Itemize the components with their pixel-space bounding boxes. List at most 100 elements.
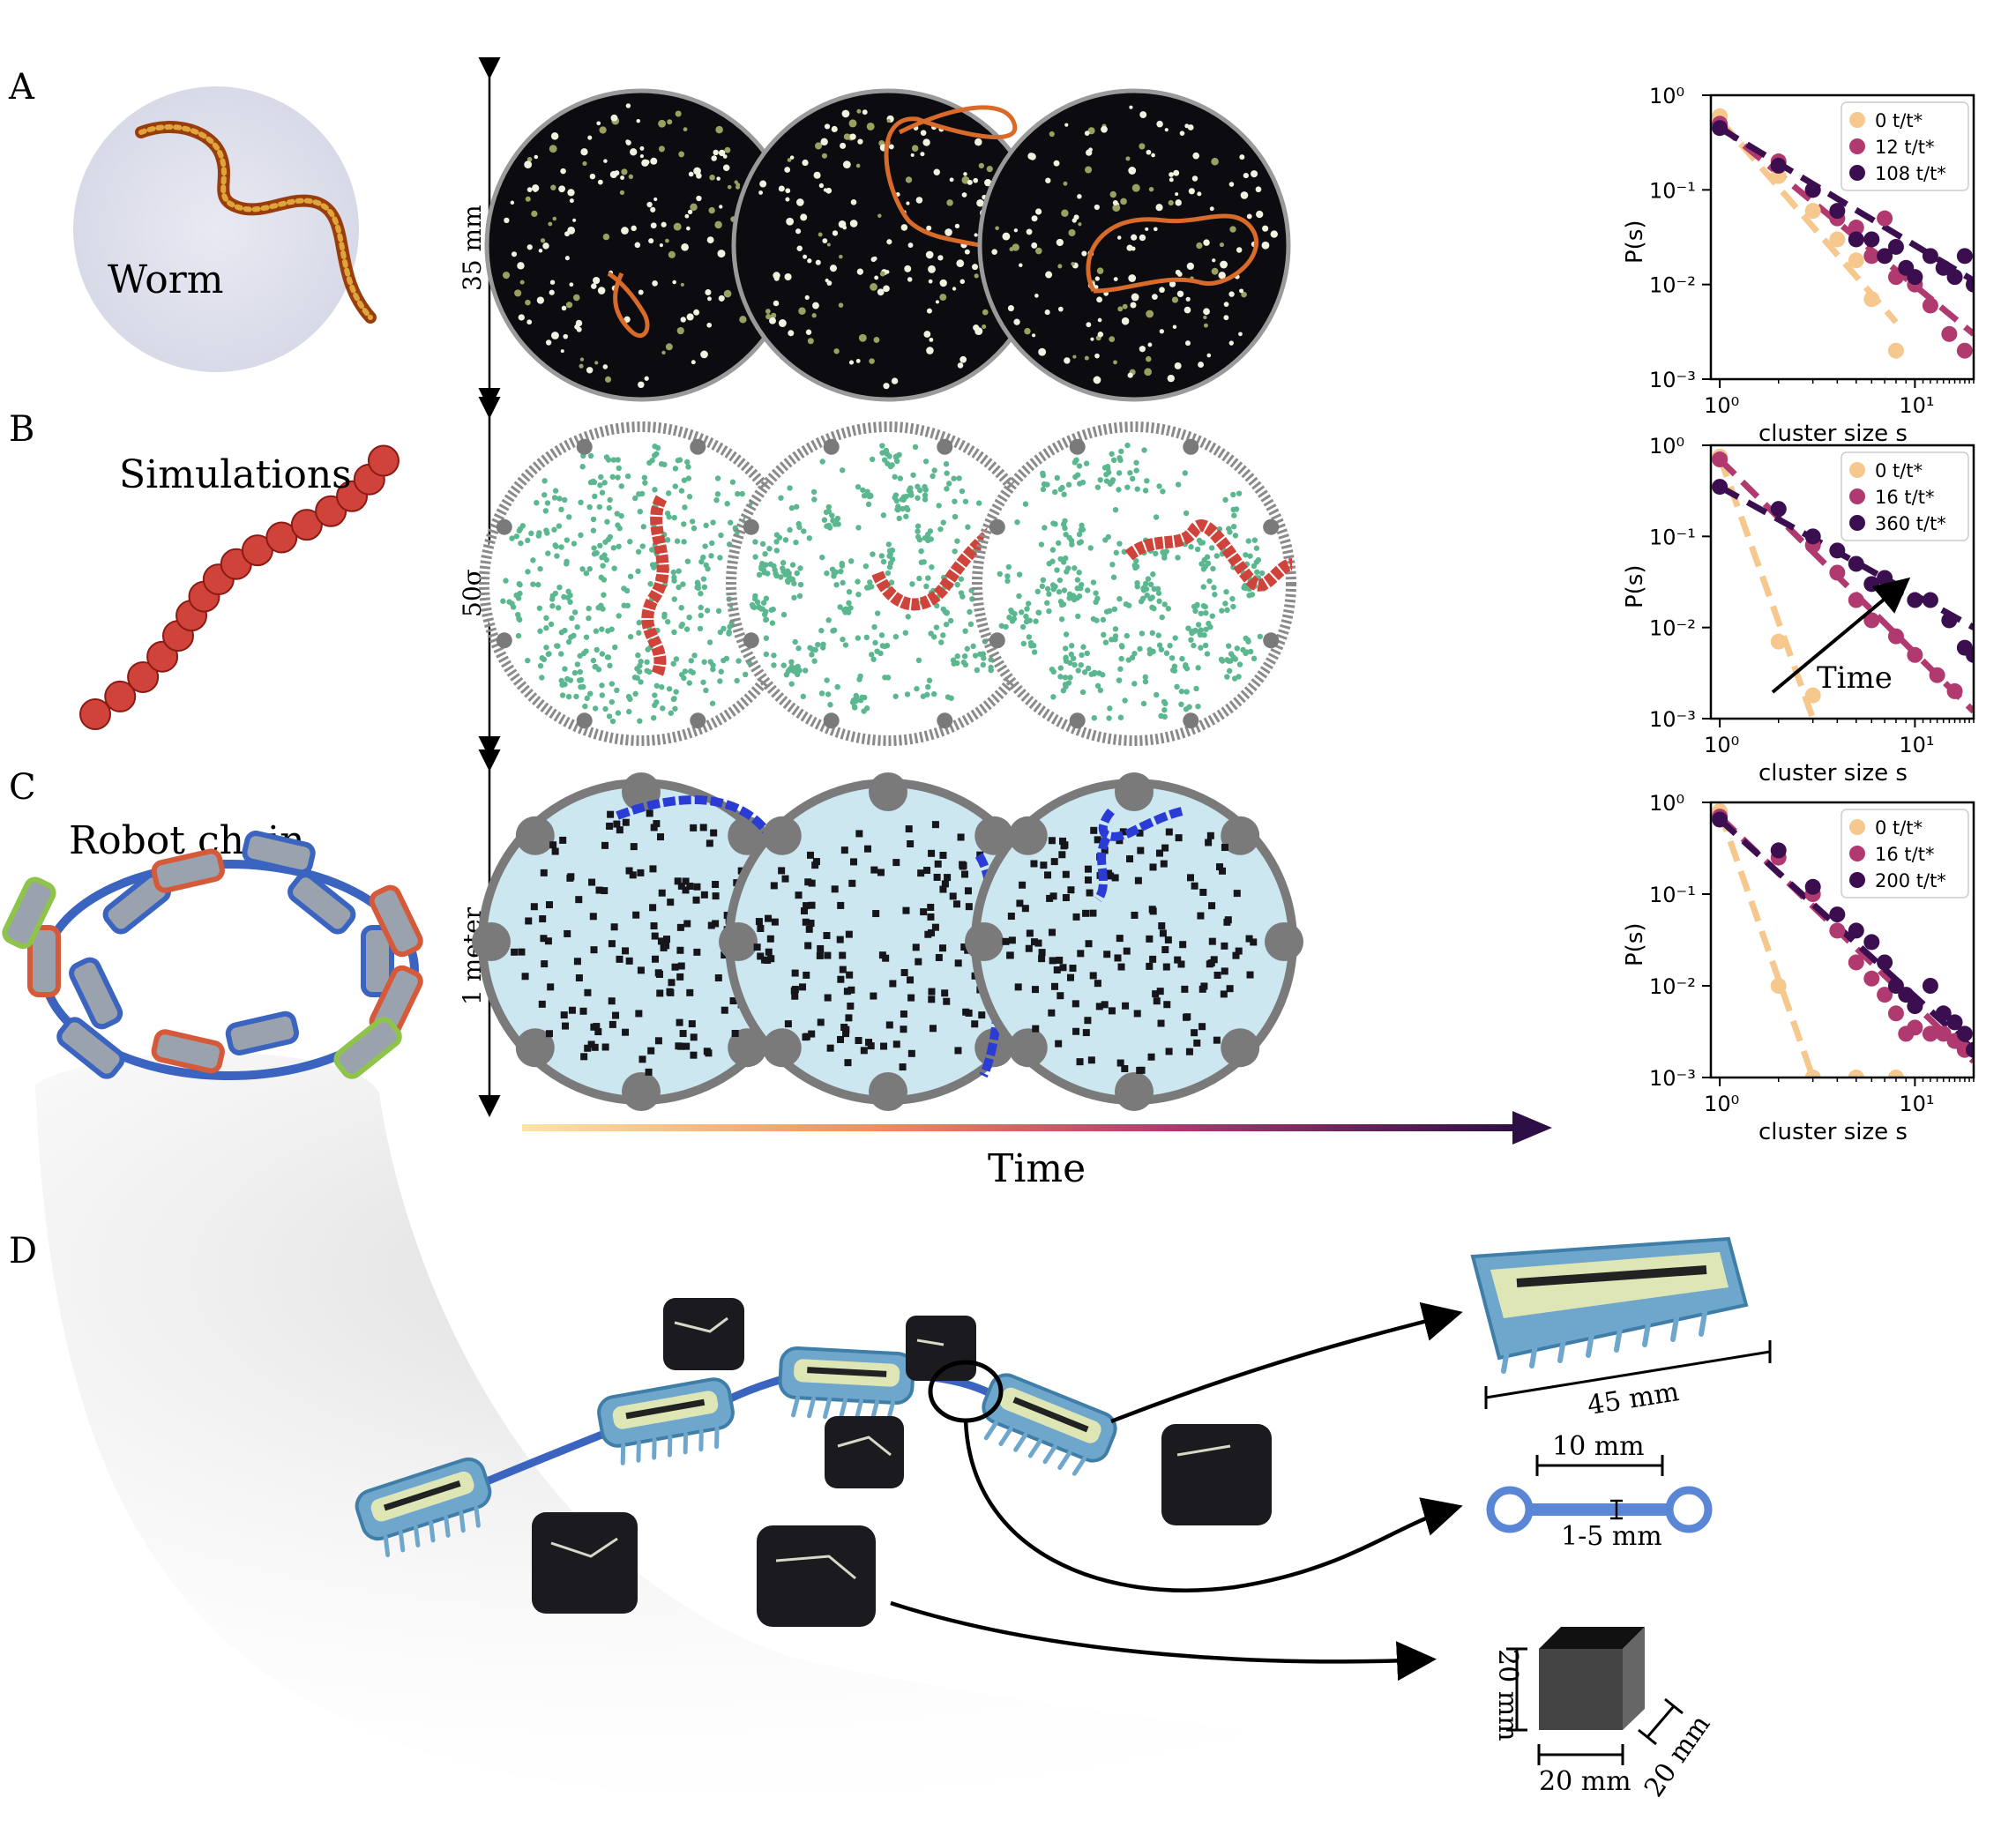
sim-particle (835, 521, 841, 527)
particle (982, 324, 987, 330)
sim-particle (829, 512, 835, 518)
sim-particle (1223, 589, 1229, 595)
sim-particle (792, 638, 798, 645)
particle (1090, 337, 1094, 341)
cube-obstacle (1103, 951, 1111, 958)
particle (1156, 120, 1163, 128)
sim-particle (855, 635, 862, 641)
sim-particle (713, 496, 720, 503)
sim-particle (571, 541, 578, 547)
sim-particle (671, 578, 677, 584)
sim-particle (1182, 470, 1188, 476)
cube-obstacle (1119, 828, 1127, 836)
sim-particle (903, 513, 909, 519)
sim-particle (954, 581, 960, 588)
sim-particle (647, 580, 653, 587)
particle (765, 313, 772, 320)
cube-obstacle (917, 869, 925, 877)
cube-obstacle (545, 1030, 553, 1038)
sim-particle (771, 652, 777, 659)
particle (1169, 172, 1174, 177)
sim-particle (673, 689, 679, 695)
particle (906, 201, 910, 205)
sim-particle (1150, 571, 1156, 578)
particle (638, 381, 645, 389)
cube-obstacle (645, 1068, 653, 1076)
sim-particle (530, 557, 536, 563)
sim-particle (604, 518, 610, 525)
sim-particle (1207, 623, 1213, 630)
cube-obstacle (521, 973, 529, 981)
cube-obstacle (647, 1047, 655, 1055)
sim-particle (1243, 552, 1249, 558)
particle (778, 185, 785, 192)
sim-particle (1133, 459, 1139, 466)
wall-bump (869, 772, 907, 811)
sim-particle (1156, 642, 1163, 648)
sim-particle (924, 691, 930, 697)
particle (727, 184, 732, 190)
sim-particle (879, 443, 885, 449)
particle (1026, 228, 1033, 235)
sim-particle (905, 614, 911, 620)
particle (789, 155, 795, 160)
sim-particle (717, 629, 724, 636)
cube-obstacle (1050, 858, 1058, 866)
particle (769, 317, 776, 324)
cube-obstacle (892, 859, 900, 867)
sim-particle (962, 661, 969, 668)
cube-obstacle (949, 892, 957, 900)
sim-particle (1194, 602, 1200, 608)
particle (713, 149, 719, 156)
sim-particle (1145, 576, 1152, 582)
sim-particle (1014, 518, 1020, 526)
x-axis-label: cluster size s (1758, 421, 1908, 447)
cube-obstacle (682, 877, 690, 885)
data-point (1848, 922, 1864, 939)
sim-particle (697, 625, 704, 632)
particle (1078, 222, 1082, 227)
sim-particle (624, 602, 631, 609)
sim-particle (1185, 625, 1191, 631)
sim-particle (1188, 637, 1194, 643)
particle (1127, 372, 1133, 378)
particle (1155, 204, 1163, 212)
cube-obstacle (608, 940, 616, 948)
sim-particle (1193, 685, 1199, 692)
sim-particle (1212, 592, 1218, 598)
data-point (1804, 1070, 1821, 1078)
cube-obstacle (1153, 997, 1161, 1005)
robot-leg (1614, 1321, 1624, 1353)
sim-particle (1074, 577, 1081, 583)
cube-obstacle (1149, 955, 1157, 963)
particle (524, 160, 533, 168)
cube-obstacle (837, 1035, 845, 1043)
sim-particle (937, 526, 944, 533)
sim-particle (1142, 674, 1148, 681)
particle (1212, 258, 1216, 263)
sim-particle (1142, 488, 1149, 494)
sim-particle (1062, 682, 1069, 688)
sim-particle (870, 551, 876, 557)
sim-particle (819, 459, 825, 465)
robot-unit (369, 884, 423, 958)
particle (587, 135, 593, 140)
particle (1153, 227, 1158, 232)
cube-obstacle (564, 929, 571, 937)
y-tick-label: 10⁰ (1649, 84, 1684, 108)
sim-particle (668, 710, 675, 716)
sim-particle (888, 579, 895, 585)
data-point (1712, 120, 1729, 137)
cube-obstacle (1197, 912, 1205, 920)
sim-particle (1123, 600, 1130, 608)
cube-obstacle (1221, 967, 1228, 975)
sim-particle (665, 490, 672, 496)
cube-obstacle (650, 922, 658, 930)
y-tick-label: 10⁻³ (1649, 707, 1696, 732)
cube-obstacle (1019, 881, 1027, 889)
sim-particle (829, 566, 836, 572)
particle (1032, 333, 1036, 338)
cube-obstacle (539, 915, 547, 923)
particle (673, 222, 682, 231)
